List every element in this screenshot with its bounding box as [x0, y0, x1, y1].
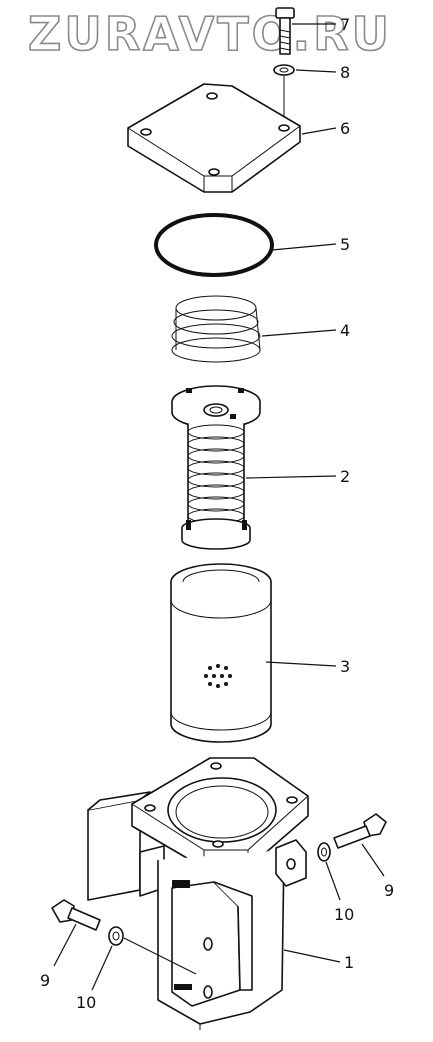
part-filter-housing [87, 757, 309, 1030]
callout-10-right: 10 [334, 905, 354, 924]
callout-8: 8 [340, 63, 350, 82]
callout-7: 7 [340, 15, 350, 34]
callout-10-left: 10 [76, 993, 96, 1012]
part-spring [171, 295, 261, 363]
leader-lines [53, 23, 385, 991]
part-o-ring [154, 213, 274, 277]
part-element-core [171, 385, 261, 550]
part-filter-cartridge [170, 563, 272, 743]
part-cover-plate [127, 83, 301, 193]
callout-1: 1 [344, 953, 354, 972]
part-bolt-left [51, 899, 101, 931]
callout-9-left: 9 [40, 971, 50, 990]
watermark: ZURAVTO.RU [28, 7, 392, 61]
callout-3: 3 [340, 657, 350, 676]
callout-9-right: 9 [384, 881, 394, 900]
callout-6: 6 [340, 119, 350, 138]
callout-2: 2 [340, 467, 350, 486]
part-bolt-top [275, 7, 295, 55]
part-washer-right [317, 842, 331, 862]
callout-5: 5 [340, 235, 350, 254]
part-bolt-right [333, 813, 387, 849]
part-washer-left [108, 926, 124, 946]
part-washer-top [273, 64, 295, 76]
callout-4: 4 [340, 321, 350, 340]
